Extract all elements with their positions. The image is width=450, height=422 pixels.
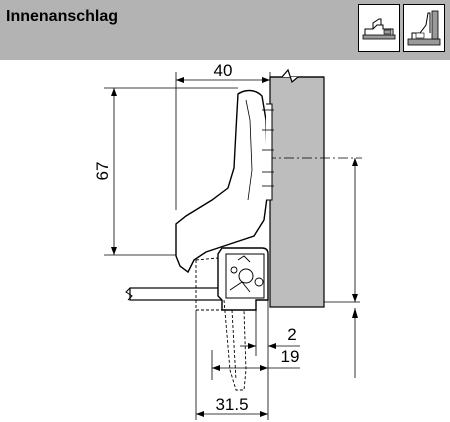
hinge-arm-edge xyxy=(245,99,253,201)
hinge-inset-icon xyxy=(403,4,445,52)
door-break-mark xyxy=(125,287,133,301)
hinge-cup xyxy=(217,247,269,311)
hinge-arm xyxy=(175,89,269,274)
hinge-drawing: 40 67 2 19 31.5 xyxy=(93,61,362,420)
dim-offset-right: 19 xyxy=(281,347,300,366)
mounting-plate xyxy=(266,103,273,201)
side-panel xyxy=(269,76,325,308)
dim-height-left: 67 xyxy=(93,162,112,181)
dim-bottom-width: 31.5 xyxy=(215,395,248,414)
dim-gap-small: 2 xyxy=(287,325,296,344)
break-mark xyxy=(270,68,324,84)
hinge-overlay-icon xyxy=(358,4,400,52)
header-bar: Innenanschlag xyxy=(0,0,450,60)
screw-hidden-outline xyxy=(223,299,247,391)
dim-width-top: 40 xyxy=(214,61,233,80)
page-title: Innenanschlag xyxy=(6,8,119,25)
